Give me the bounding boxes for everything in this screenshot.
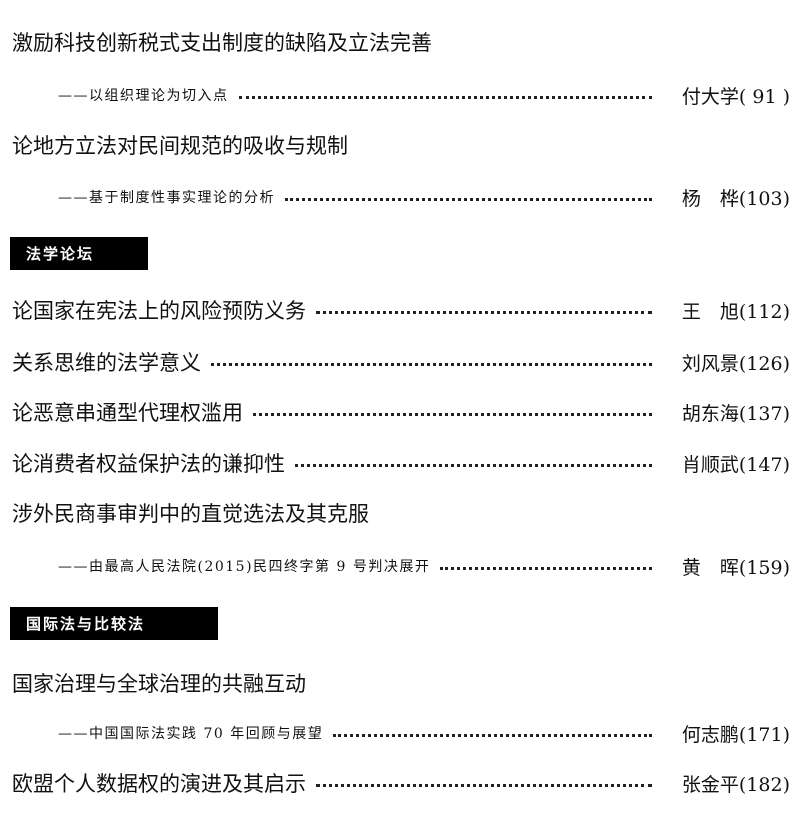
- toc-entry: 论消费者权益保护法的谦抑性 肖顺武(147): [12, 448, 790, 478]
- dot-leader: [253, 412, 652, 416]
- entry-page: ( 91 ): [738, 85, 790, 108]
- toc-entry: 关系思维的法学意义 刘风景(126): [12, 347, 790, 377]
- entry-page: (147): [738, 453, 790, 476]
- entry-title: 论地方立法对民间规范的吸收与规制: [12, 134, 348, 158]
- entry-author: 何志鹏: [681, 723, 739, 746]
- entry-title-row: 国家治理与全球治理的共融互动: [12, 668, 790, 698]
- entry-author: 肖顺武: [681, 453, 739, 476]
- entry-page: (171): [738, 723, 790, 746]
- dot-leader: [333, 733, 652, 737]
- entry-author: 刘风景: [681, 352, 739, 375]
- entry-title: 激励科技创新税式支出制度的缺陷及立法完善: [12, 31, 432, 55]
- entry-title: 国家治理与全球治理的共融互动: [12, 672, 306, 696]
- dot-leader: [211, 362, 652, 366]
- entry-title: 关系思维的法学意义: [12, 351, 201, 375]
- entry-title: 论国家在宪法上的风险预防义务: [12, 299, 306, 323]
- entry-title-row: 激励科技创新税式支出制度的缺陷及立法完善: [12, 27, 790, 57]
- toc-entry: 论国家在宪法上的风险预防义务 王 旭(112): [12, 295, 790, 325]
- entry-title-row: 涉外民商事审判中的直觉选法及其克服: [12, 498, 790, 528]
- entry-page: (126): [738, 352, 790, 375]
- entry-subtitle-row: ——以组织理论为切入点 付大学( 91 ): [58, 80, 790, 110]
- entry-author: 杨 桦: [681, 187, 739, 210]
- entry-title: 欧盟个人数据权的演进及其启示: [12, 772, 306, 796]
- entry-page: (103): [738, 187, 790, 210]
- entry-author: 王 旭: [681, 300, 739, 323]
- entry-page: (182): [738, 773, 790, 796]
- dot-leader: [316, 783, 652, 787]
- toc-entry: 欧盟个人数据权的演进及其启示 张金平(182): [12, 768, 790, 798]
- toc-entry: 论恶意串通型代理权滥用 胡东海(137): [12, 397, 790, 427]
- entry-author: 黄 晖: [681, 556, 739, 579]
- entry-page: (159): [738, 556, 790, 579]
- entry-title: 论恶意串通型代理权滥用: [12, 401, 243, 425]
- entry-subtitle-row: ——由最高人民法院(2015)民四终字第 9 号判决展开 黄 晖(159): [58, 551, 790, 581]
- dot-leader: [295, 463, 652, 467]
- dot-leader: [238, 95, 652, 99]
- entry-page: (137): [738, 402, 790, 425]
- entry-subtitle: ——基于制度性事实理论的分析: [58, 190, 275, 206]
- section-header: 法学论坛: [10, 237, 148, 270]
- dot-leader: [440, 566, 652, 570]
- entry-subtitle: ——中国国际法实践 70 年回顾与展望: [58, 726, 324, 742]
- entry-subtitle-row: ——基于制度性事实理论的分析 杨 桦(103): [58, 182, 790, 212]
- entry-subtitle-row: ——中国国际法实践 70 年回顾与展望 何志鹏(171): [58, 718, 790, 748]
- entry-title: 涉外民商事审判中的直觉选法及其克服: [12, 502, 369, 526]
- entry-author: 张金平: [681, 773, 739, 796]
- dot-leader: [285, 197, 652, 201]
- entry-author: 胡东海: [681, 402, 739, 425]
- entry-author: 付大学: [681, 85, 739, 108]
- section-header: 国际法与比较法: [10, 607, 218, 640]
- entry-subtitle: ——以组织理论为切入点: [58, 88, 229, 104]
- entry-subtitle: ——由最高人民法院(2015)民四终字第 9 号判决展开: [58, 559, 431, 575]
- entry-title: 论消费者权益保护法的谦抑性: [12, 452, 285, 476]
- entry-page: (112): [738, 300, 790, 323]
- entry-title-row: 论地方立法对民间规范的吸收与规制: [12, 130, 790, 160]
- dot-leader: [316, 310, 652, 314]
